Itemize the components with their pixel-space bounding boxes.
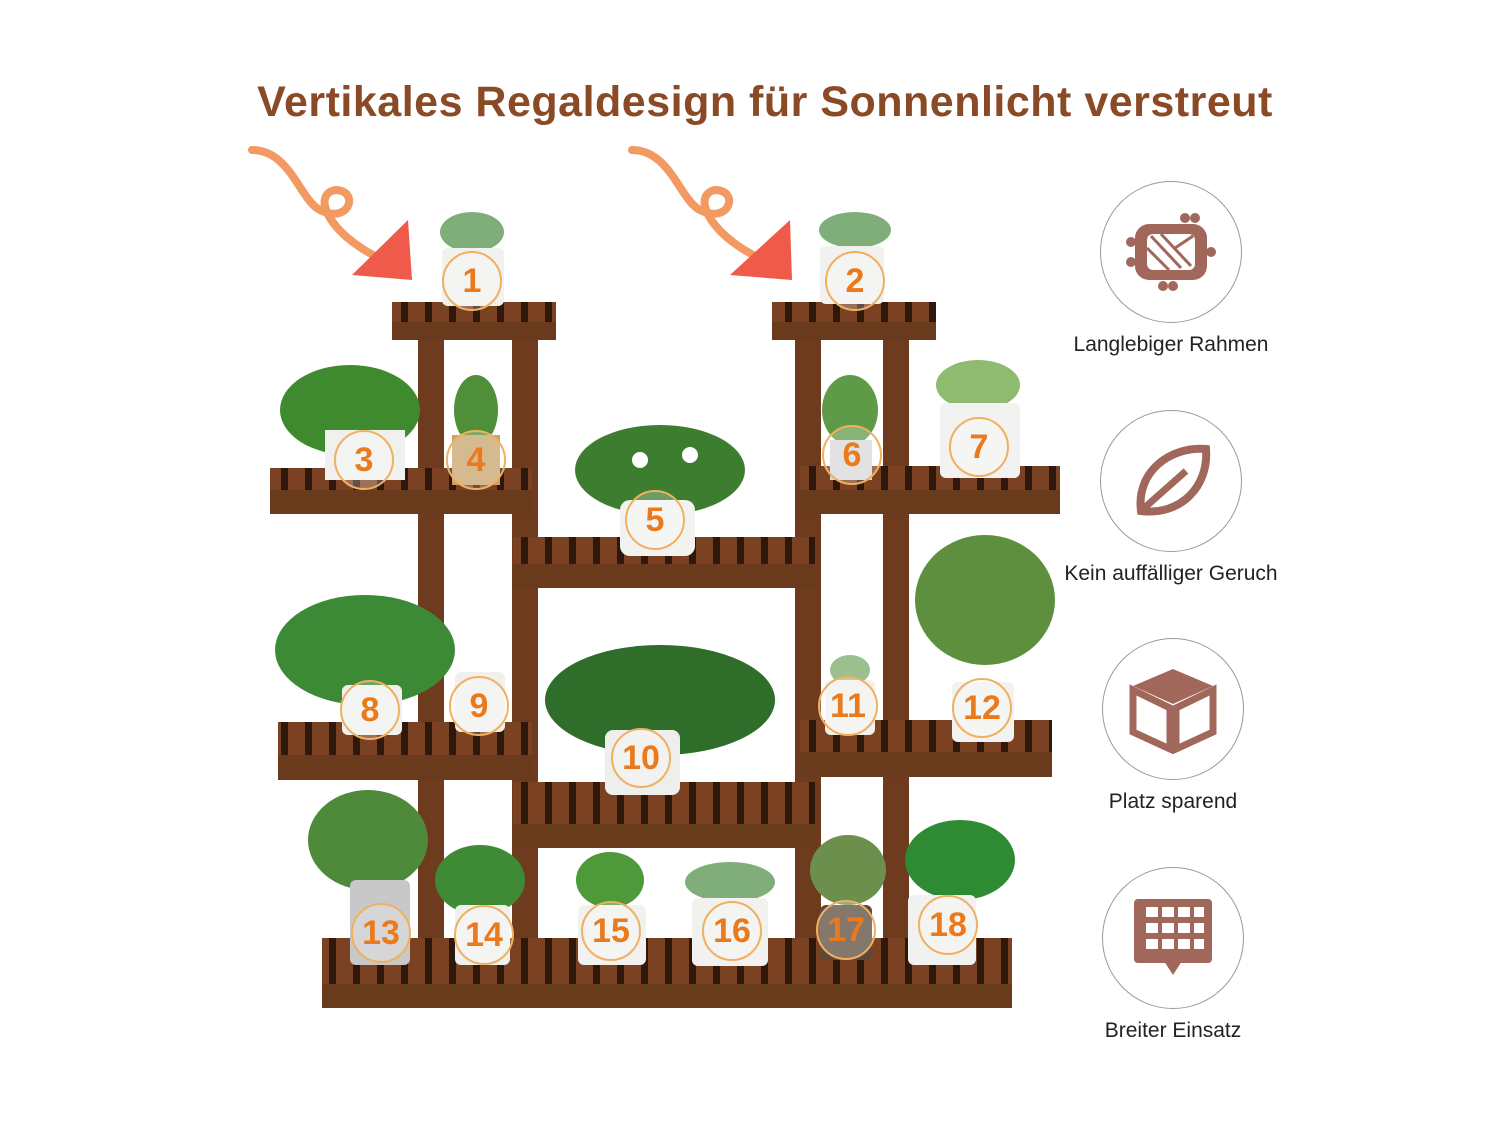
marker-ring [454,905,514,965]
shelf-number-marker: 18 [918,895,978,955]
marker-number: 18 [929,906,967,944]
feature-icon-circle [1100,410,1242,552]
shelf-number-marker: 15 [581,901,641,961]
shelf-number-marker: 16 [702,901,762,961]
feature-durable-frame: Langlebiger Rahmen [1061,181,1281,358]
marker-ring [949,417,1009,477]
marker-ring [611,728,671,788]
arrow-head-right [730,220,792,280]
feature-no-odor: Kein auffälliger Geruch [1061,410,1281,587]
marker-number: 12 [963,689,1001,727]
arrow-head-left [352,220,412,280]
feature-label: Breiter Einsatz [1104,1019,1242,1042]
marker-number: 14 [465,916,503,954]
feature-label: Langlebiger Rahmen [1073,333,1269,356]
feature-versatile-use: Breiter Einsatz [1063,867,1283,1044]
marker-ring [625,490,685,550]
shelf-number-marker: 6 [822,425,882,485]
marker-ring [334,430,394,490]
marker-number: 6 [843,436,862,474]
marker-ring [449,676,509,736]
shelf-number-marker: 1 [442,251,502,311]
marker-number: 16 [713,912,751,950]
grid-icon [1134,899,1212,975]
sunlight-arrow-right [628,146,779,269]
shelf-number-marker: 10 [611,728,671,788]
marker-number: 1 [463,262,482,300]
marker-ring [822,425,882,485]
marker-ring [340,680,400,740]
feature-icon-circle [1102,867,1244,1009]
marker-number: 13 [362,914,400,952]
shelf-number-marker: 9 [449,676,509,736]
feature-icon-circle [1102,638,1244,780]
box-icon [1129,669,1217,754]
shelf-number-marker: 12 [952,678,1012,738]
marker-number: 11 [830,687,866,725]
marker-ring [816,900,876,960]
shelf-number-marker: 13 [351,903,411,963]
shelf-number-marker: 17 [816,900,876,960]
marker-number: 9 [470,687,489,725]
shelf-number-marker: 14 [454,905,514,965]
marker-ring [918,895,978,955]
sunlight-arrow-left [248,146,399,269]
marker-ring [952,678,1012,738]
marker-number: 5 [646,501,665,539]
marker-number: 2 [846,262,865,300]
feature-icon-circle [1100,181,1242,323]
marker-number: 8 [361,691,380,729]
shelf-number-marker: 5 [625,490,685,550]
leaf-icon [1136,444,1211,516]
marker-number: 4 [467,441,486,479]
feature-label: Kein auffälliger Geruch [1064,562,1278,585]
marker-ring [825,251,885,311]
marker-number: 10 [622,739,660,777]
marker-number: 3 [355,441,374,479]
marker-ring [351,903,411,963]
marker-ring [581,901,641,961]
marker-ring [442,251,502,311]
marker-number: 17 [827,911,865,949]
headline: Vertikales Regaldesign für Sonnenlicht v… [257,78,1273,126]
marker-number: 15 [592,912,630,950]
marker-ring [818,676,878,736]
woven-frame-icon [1126,213,1216,291]
marker-ring [702,901,762,961]
shelf-number-marker: 3 [334,430,394,490]
plants [275,212,1055,966]
shelf-number-marker: 2 [825,251,885,311]
feature-label: Platz sparend [1108,790,1238,813]
shelf-number-marker: 4 [446,430,506,490]
shelf-number-marker: 11 [818,676,878,736]
marker-number: 7 [970,428,989,466]
feature-space-saving: Platz sparend [1063,638,1283,815]
shelf-number-marker: 7 [949,417,1009,477]
marker-ring [446,430,506,490]
shelf-number-marker: 8 [340,680,400,740]
